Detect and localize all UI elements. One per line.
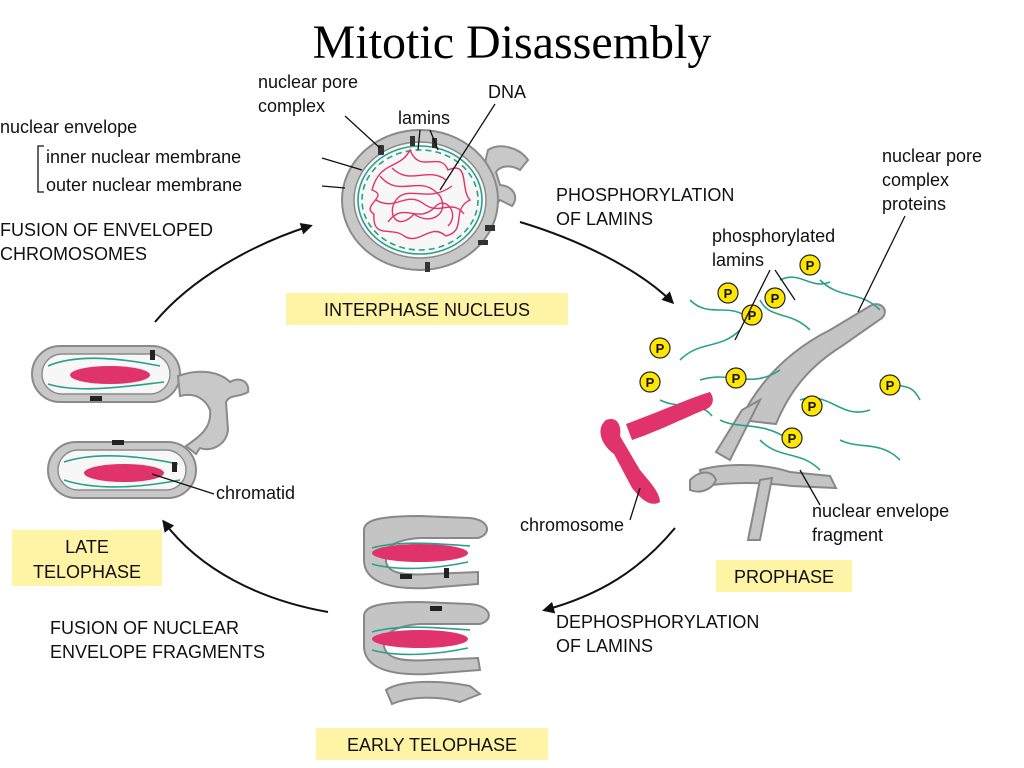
phospho-letter: P — [886, 378, 895, 393]
label-phospho-lamins-2: lamins — [712, 250, 764, 270]
phospho-badge — [717, 282, 739, 304]
phospho-letter: P — [808, 399, 817, 414]
label-phospho-lamins-1: phosphorylated — [712, 226, 835, 246]
label-nuclear-envelope: nuclear envelope — [0, 117, 137, 137]
phospho-letter: P — [771, 291, 780, 306]
label-npc-proteins-2: complex — [882, 170, 949, 190]
early-telophase-scene — [363, 514, 490, 706]
label-chromosome: chromosome — [520, 515, 624, 535]
arrow-to-interphase — [154, 222, 313, 323]
label-npc-line2: complex — [258, 96, 325, 116]
stage-late-telophase-1: LATE — [65, 537, 109, 557]
prophase-highlight — [716, 560, 852, 592]
label-lamins: lamins — [398, 108, 450, 128]
phospho-badge — [781, 427, 803, 449]
phospho-letter: P — [646, 375, 655, 390]
arrow-to-early-telophase — [542, 527, 676, 614]
label-nuclear-pore-complex: nuclear pore complex — [258, 72, 358, 116]
label-chromatid: chromatid — [216, 483, 295, 503]
arrow-to-late-telophase — [162, 519, 329, 613]
page-title: Mitotic Disassembly — [313, 16, 712, 69]
early-telophase-highlight — [316, 728, 548, 760]
phospho-letter: P — [788, 431, 797, 446]
phospho-letter: P — [732, 371, 741, 386]
label-fusion-frag-2: ENVELOPE FRAGMENTS — [50, 642, 265, 662]
label-dephospho-2: OF LAMINS — [556, 636, 653, 656]
label-npc-line1: nuclear pore — [258, 72, 358, 92]
phospho-letter: P — [656, 341, 665, 356]
stage-late-telophase-2: TELOPHASE — [33, 562, 141, 582]
label-fusion-env-line1: FUSION OF ENVELOPED — [0, 220, 213, 240]
arrow-to-prophase — [519, 221, 675, 305]
phospho-badge — [799, 254, 821, 276]
label-inner-membrane: inner nuclear membrane — [46, 147, 241, 167]
phospho-badge — [879, 374, 901, 396]
phospho-letter: P — [806, 258, 815, 273]
phospho-badge — [764, 287, 786, 309]
phospho-badge-letters: P P P P P P P P P P — [646, 258, 895, 446]
label-npc-proteins-1: nuclear pore — [882, 146, 982, 166]
interphase-nucleus — [341, 129, 530, 272]
late-telophase-scene — [31, 345, 250, 499]
phospho-letter: P — [724, 286, 733, 301]
label-phospho-line2: OF LAMINS — [556, 209, 653, 229]
label-npc-proteins-3: proteins — [882, 194, 946, 214]
late-telophase-highlight — [12, 530, 162, 586]
label-env-fragment-1: nuclear envelope — [812, 501, 949, 521]
interphase-highlight — [286, 293, 568, 325]
label-phospho-line1: PHOSPHORYLATION — [556, 185, 734, 205]
stage-prophase: PROPHASE — [734, 567, 834, 587]
label-env-fragment-2: fragment — [812, 525, 883, 545]
label-dna: DNA — [488, 82, 526, 102]
phospho-badge — [639, 371, 661, 393]
stage-early-telophase: EARLY TELOPHASE — [347, 735, 517, 755]
label-dephospho-1: DEPHOSPHORYLATION — [556, 612, 759, 632]
phospho-badge — [725, 367, 747, 389]
label-outer-membrane: outer nuclear membrane — [46, 175, 242, 195]
phospho-badge — [649, 337, 671, 359]
label-fusion-env-line2: CHROMOSOMES — [0, 244, 147, 264]
phospho-letter: P — [748, 308, 757, 323]
phospho-badge — [801, 395, 823, 417]
label-fusion-frag-1: FUSION OF NUCLEAR — [50, 618, 239, 638]
stage-interphase: INTERPHASE NUCLEUS — [324, 300, 530, 320]
